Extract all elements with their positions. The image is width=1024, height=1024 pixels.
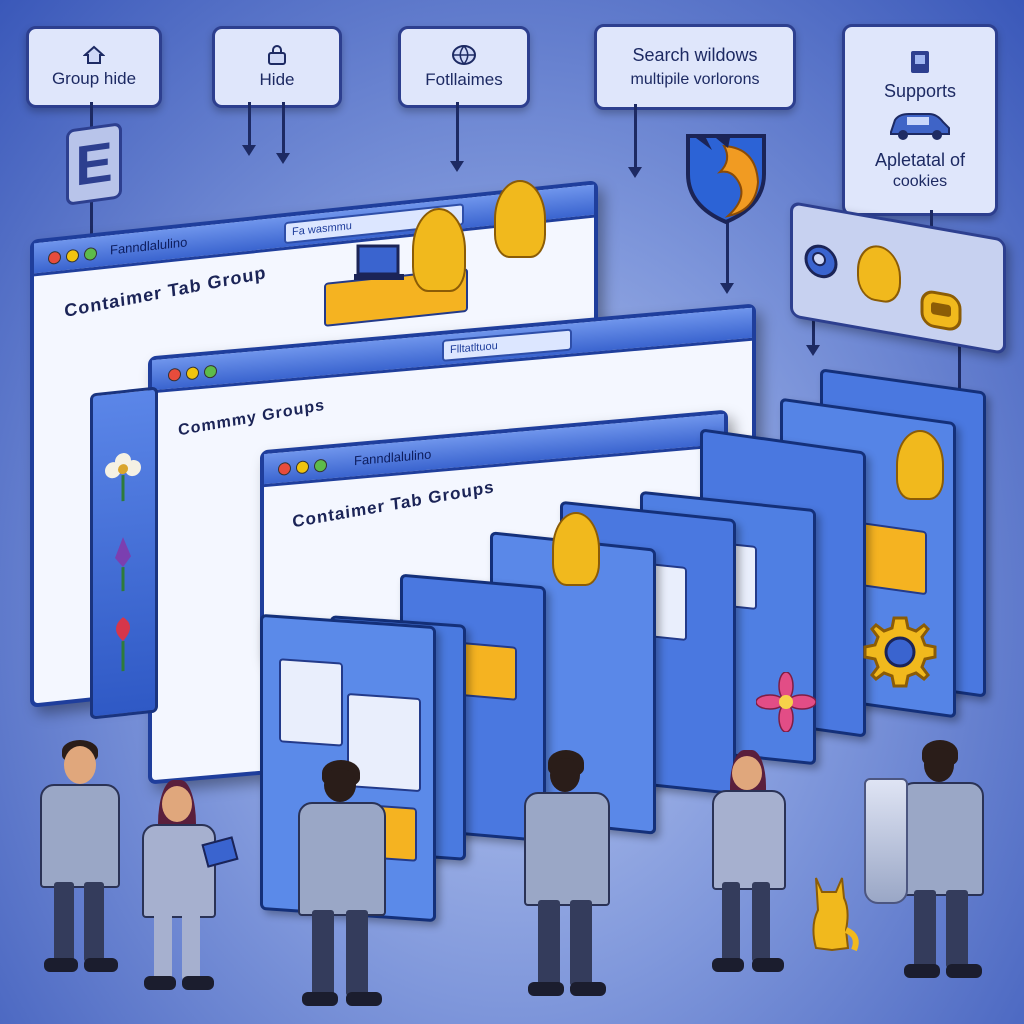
minimize-dot[interactable] (296, 460, 309, 475)
purple-flower-icon (115, 537, 131, 592)
yellow-character-laptop (412, 208, 466, 292)
search-label-line1: Search wildows (632, 44, 758, 65)
features-arrow (450, 102, 464, 172)
letter-e: E (75, 129, 113, 198)
minimize-dot[interactable] (186, 366, 199, 381)
supports-label-line3: cookies (892, 173, 948, 190)
middle-window-title: Commmy Groups (177, 396, 326, 440)
maximize-dot[interactable] (204, 364, 217, 379)
features-callout[interactable]: Fotllaimes (398, 26, 530, 108)
house-icon (83, 45, 105, 64)
yellow-character-right (896, 430, 944, 500)
person-center-right (510, 750, 620, 1010)
maximize-dot[interactable] (314, 458, 327, 473)
id-card-icon (911, 50, 929, 73)
supports-callout[interactable]: Supports Apletatal of cookies (842, 24, 998, 216)
close-dot[interactable] (168, 367, 181, 382)
letter-e-sign: E (66, 122, 122, 206)
features-label: Fotllaimes (425, 69, 503, 89)
back-window-tab-label[interactable]: Fanndlalulino (110, 234, 188, 258)
group-hide-callout[interactable]: Group hide (26, 26, 162, 108)
search-callout[interactable]: Search wildows multipile vorlorons (594, 24, 796, 110)
red-flower-icon (116, 617, 130, 672)
yellow-character-standing (494, 180, 546, 258)
lock-icon (268, 44, 286, 65)
person-woman-tablet (130, 780, 239, 1000)
supports-arrow-left (806, 300, 820, 356)
person-woman-right (700, 750, 800, 990)
shield-arrow (720, 210, 734, 294)
floral-side-panel (90, 386, 158, 720)
search-icon[interactable] (803, 240, 839, 282)
cup-pedestal (864, 778, 908, 904)
front-window-title: Contaimer Tab Groups (291, 477, 496, 532)
person-right-cup (890, 740, 990, 990)
close-dot[interactable] (278, 461, 291, 476)
search-label-line2: multipile vorlorons (630, 71, 760, 89)
yellow-figure-icon (857, 241, 901, 306)
person-left (30, 740, 130, 980)
back-window-title: Contaimer Tab Group (63, 262, 268, 321)
hide-label: Hide (259, 69, 295, 89)
gear-icon[interactable] (860, 612, 940, 692)
firefox-shield-icon (686, 134, 766, 225)
hide-arrow-left (242, 102, 256, 156)
cat-icon (812, 877, 859, 952)
supports-label-line2: Apletatal of (874, 150, 966, 171)
search-arrow (628, 104, 642, 178)
yellow-badge-icon[interactable] (919, 287, 963, 335)
container-icons-panel (790, 200, 1006, 356)
cascade-window-6-card-a (279, 658, 343, 747)
supports-label-line1: Supports (883, 80, 957, 101)
globe-icon (452, 44, 476, 65)
maximize-dot[interactable] (84, 246, 97, 262)
front-window-tab-label[interactable]: Fanndlalulino (354, 446, 432, 469)
hide-arrow-right (276, 102, 290, 164)
flower-icon (105, 453, 141, 502)
laptop-icon (354, 244, 404, 280)
close-dot[interactable] (48, 250, 61, 265)
pink-flower-icon (756, 672, 816, 732)
yellow-character-window (552, 512, 600, 586)
minimize-dot[interactable] (66, 248, 79, 264)
group-hide-label: Group hide (51, 68, 137, 88)
middle-window-url[interactable]: Flltatltuou (442, 328, 572, 362)
hide-callout[interactable]: Hide (212, 26, 342, 108)
car-icon (890, 113, 950, 141)
person-center-back (290, 760, 390, 1020)
